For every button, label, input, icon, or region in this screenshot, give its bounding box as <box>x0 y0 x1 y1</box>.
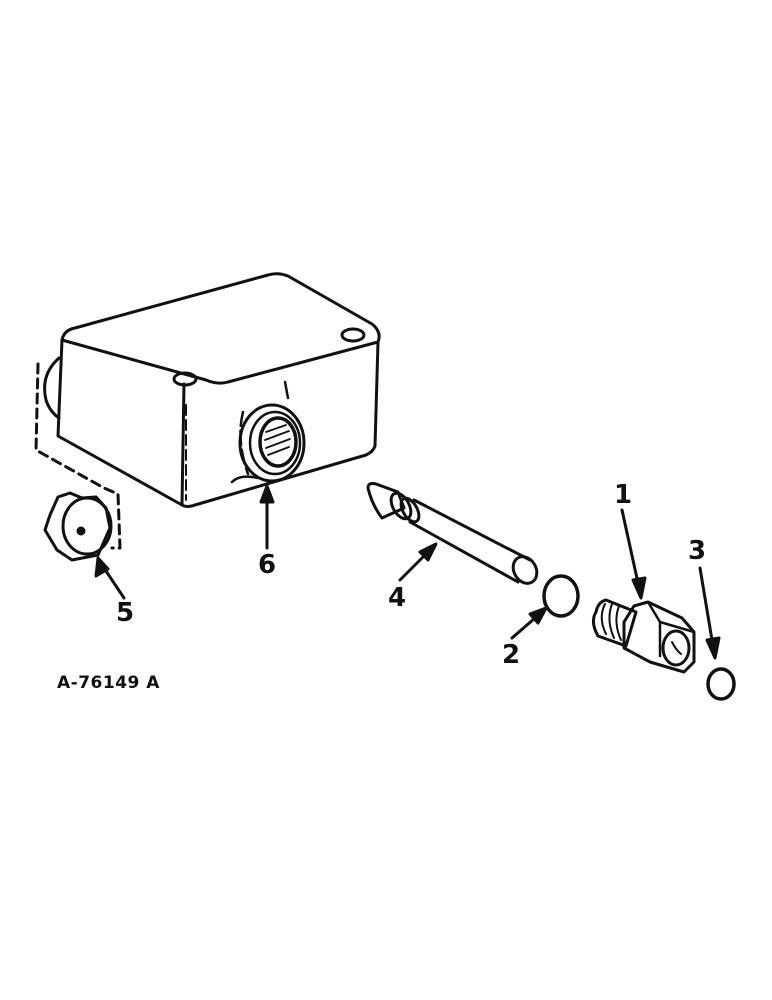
callout-1: 1 <box>614 480 633 510</box>
callout-3: 3 <box>688 536 707 566</box>
leader-arrows <box>94 484 721 660</box>
pin-part-4 <box>366 482 539 585</box>
callout-4: 4 <box>388 583 407 613</box>
callout-2: 2 <box>502 640 521 670</box>
o-ring-part-2 <box>542 574 580 618</box>
hex-adapter-part-1 <box>591 598 696 674</box>
hex-plug-part-5 <box>43 491 113 562</box>
figure-id-label: A-76149 A <box>57 673 160 693</box>
callout-5: 5 <box>116 598 135 628</box>
callout-6: 6 <box>258 550 277 580</box>
valve-body-part-6 <box>34 272 381 550</box>
o-ring-part-3 <box>706 667 736 701</box>
